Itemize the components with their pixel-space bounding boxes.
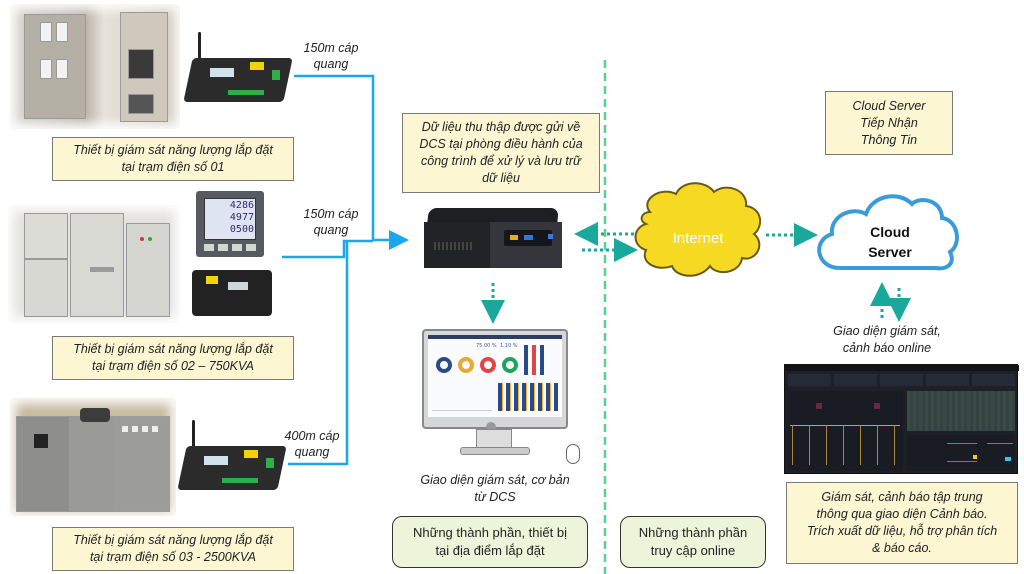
meter-buttons (204, 244, 256, 251)
cable-length-text: 400m cáp (284, 429, 340, 443)
station-2-caption: Thiết bị giám sát năng lượng lắp đặt tại… (52, 336, 294, 380)
station-3-monitor-device (177, 420, 287, 494)
online-components-box: Những thành phần truy cập online (620, 516, 766, 568)
group-label-line: Những thành phần (638, 525, 748, 540)
note-line: & báo cáo. (872, 541, 932, 555)
caption-line: Giao diện giám sát, cơ bản (420, 473, 570, 487)
stacked-bar-chart-mini (498, 383, 558, 411)
fiber-line-station-2 (282, 239, 373, 259)
cloud-note: Cloud Server Tiếp Nhận Thông Tin (825, 91, 953, 155)
station-2-power-meter: 4286 4977 0500 (196, 191, 264, 257)
cable-type-text: quang (294, 445, 330, 459)
station-1-cable-label: 150m cáp quang (296, 40, 366, 72)
meter-reading: 4286 (229, 200, 254, 211)
caption-line: Thiết bị giám sát năng lượng lắp đặt (73, 342, 273, 356)
station-1-cabinet-photo (10, 4, 180, 129)
cloud-label-line: Cloud (870, 224, 910, 240)
note-line: Giám sát, cảnh báo tập trung (821, 490, 983, 504)
caption-line: từ DCS (474, 490, 516, 504)
group-label-line: truy cập online (650, 543, 736, 558)
note-line: dữ liệu (482, 171, 520, 185)
kpi-value: 75.00 % (476, 343, 497, 349)
kpi-value: 1.10 % (500, 343, 518, 349)
cloud-bottom-note: Giám sát, cảnh báo tập trung thông qua g… (786, 482, 1018, 564)
note-line: Trích xuất dữ liệu, hỗ trợ phân tích (806, 524, 998, 538)
note-line: Dữ liệu thu thập được gửi về (421, 120, 581, 134)
cable-length-text: 150m cáp (303, 41, 359, 55)
station-2-cable-label: 150m cáp quang (296, 206, 366, 238)
mouse-icon (566, 444, 580, 464)
note-line: Cloud Server (852, 98, 926, 113)
line-chart-mini (432, 383, 492, 411)
gauge-blue (436, 357, 452, 373)
dcs-mini-pc (420, 208, 570, 278)
gauge-orange (458, 357, 474, 373)
station-1-caption: Thiết bị giám sát năng lượng lắp đặt tại… (52, 137, 294, 181)
dcs-dashboard-screen: 75.00 % 1.10 % (428, 335, 562, 417)
caption-line: tại trạm điện số 01 (121, 160, 225, 174)
internet-cloud-shape (634, 182, 762, 277)
gauge-green (502, 357, 518, 373)
station-2-monitor-device (192, 262, 276, 320)
online-dashboard-caption: Giao diện giám sát, cảnh báo online (812, 323, 962, 357)
note-line: thông qua giao diện Cảnh báo. (816, 507, 988, 521)
fiber-line-station-1 (294, 74, 375, 240)
cloud-server-shape (817, 194, 959, 271)
online-dashboard-screenshot (784, 364, 1019, 474)
note-line: công trình để xử lý và lưu trữ (421, 154, 581, 168)
cable-length-text: 150m cáp (303, 207, 359, 221)
bar-chart-mini (524, 345, 558, 375)
trend-panel (907, 435, 1015, 471)
group-label-line: tại địa điểm lắp đặt (435, 543, 545, 558)
meter-reading: 4977 (229, 212, 254, 223)
station-3-cable-label: 400m cáp quang (276, 428, 348, 460)
dcs-note: Dữ liệu thu thập được gửi về DCS tại phò… (402, 113, 600, 193)
fiber-line-station-3 (288, 241, 349, 466)
heatmap-panel (907, 391, 1015, 431)
caption-line: tại trạm điện số 03 - 2500KVA (89, 550, 257, 564)
meter-reading: 0500 (229, 224, 254, 235)
onsite-components-box: Những thành phần, thiết bị tại địa điểm … (392, 516, 588, 568)
caption-line: Giao diện giám sát, (833, 324, 941, 338)
cloud-label-line: Server (868, 244, 912, 260)
cable-type-text: quang (313, 223, 349, 237)
station-1-monitor-device (183, 32, 293, 106)
internet-label: Internet (672, 230, 724, 247)
gauge-red (480, 357, 496, 373)
caption-line: Thiết bị giám sát năng lượng lắp đặt (73, 143, 273, 157)
cable-type-text: quang (313, 57, 349, 71)
note-line: Tiếp Nhận (860, 115, 918, 130)
caption-line: Thiết bị giám sát năng lượng lắp đặt (73, 533, 273, 547)
station-3-cabinet-photo (10, 398, 176, 516)
dcs-monitor-caption: Giao diện giám sát, cơ bản từ DCS (405, 472, 585, 506)
caption-line: cảnh báo online (842, 341, 932, 355)
caption-line: tại trạm điện số 02 – 750KVA (92, 359, 254, 373)
note-line: Thông Tin (860, 132, 918, 147)
group-label-line: Những thành phần, thiết bị (413, 525, 567, 540)
single-line-diagram (788, 391, 903, 471)
station-2-cabinet-photo (8, 205, 180, 323)
dcs-monitor: 75.00 % 1.10 % (420, 329, 590, 469)
note-line: DCS tại phòng điều hành của (419, 137, 583, 151)
station-3-caption: Thiết bị giám sát năng lượng lắp đặt tại… (52, 527, 294, 571)
cloud-server-label: Cloud Server (845, 222, 935, 262)
